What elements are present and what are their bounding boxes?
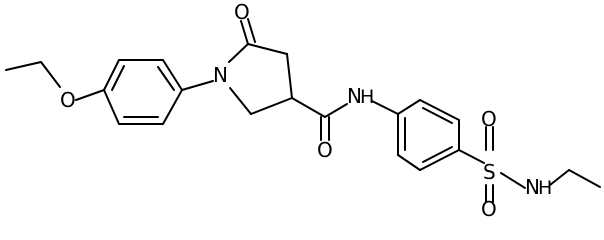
atom-label-o-amide-carbonyl: O (317, 138, 333, 162)
bond (500, 172, 526, 189)
bond (549, 169, 570, 186)
bond (419, 99, 460, 121)
pyrrolidinone-ring (228, 43, 293, 115)
bond (75, 89, 105, 101)
bond (568, 169, 601, 188)
atom-label-o-ring-carbonyl: O (234, 0, 250, 24)
bond (240, 20, 249, 45)
atom-label-n-ring: N (213, 63, 228, 87)
bond (103, 89, 120, 125)
bond (229, 87, 252, 115)
bond (324, 103, 348, 118)
bond (458, 149, 485, 164)
structure-diagram: O N O N H O S O O N H (5, 0, 601, 218)
bond (40, 61, 61, 88)
carboxamide (291, 97, 348, 141)
atom-label-h-sulfonamide: H (538, 177, 552, 199)
bond (247, 43, 288, 55)
bond (286, 53, 293, 99)
bond (5, 61, 42, 71)
bond (422, 107, 453, 124)
atom-label-h-amide: H (360, 86, 374, 108)
right-phenyl-ring (397, 99, 460, 171)
atom-label-o-sulfonyl-bottom: O (481, 197, 497, 218)
bond (111, 65, 125, 91)
bond (291, 97, 326, 118)
bond (162, 89, 183, 125)
ring-carbonyl (240, 18, 256, 45)
bond (103, 59, 120, 91)
left-phenyl-ring (103, 59, 183, 125)
bond (397, 99, 421, 115)
atom-label-n-amide: N (347, 84, 362, 108)
bond (397, 154, 421, 171)
atom-label-o-ether: O (60, 88, 76, 112)
bond (162, 59, 183, 91)
ethoxy-bonds (5, 61, 105, 101)
bond (247, 18, 256, 43)
sulfonamide (458, 126, 601, 203)
bond (422, 146, 453, 163)
atom-label-o-sulfonyl-top: O (481, 107, 497, 131)
bond (250, 97, 293, 115)
bond-aryl-n (181, 80, 214, 91)
atom-label-n-sulfonamide: N (525, 175, 540, 199)
bond (157, 66, 175, 91)
bond (419, 149, 460, 171)
bond (228, 43, 249, 63)
molecule-canvas: O N O N H O S O O N H (5, 0, 601, 218)
atom-label-s: S (483, 160, 496, 184)
bond-nh-aryl (371, 100, 399, 115)
